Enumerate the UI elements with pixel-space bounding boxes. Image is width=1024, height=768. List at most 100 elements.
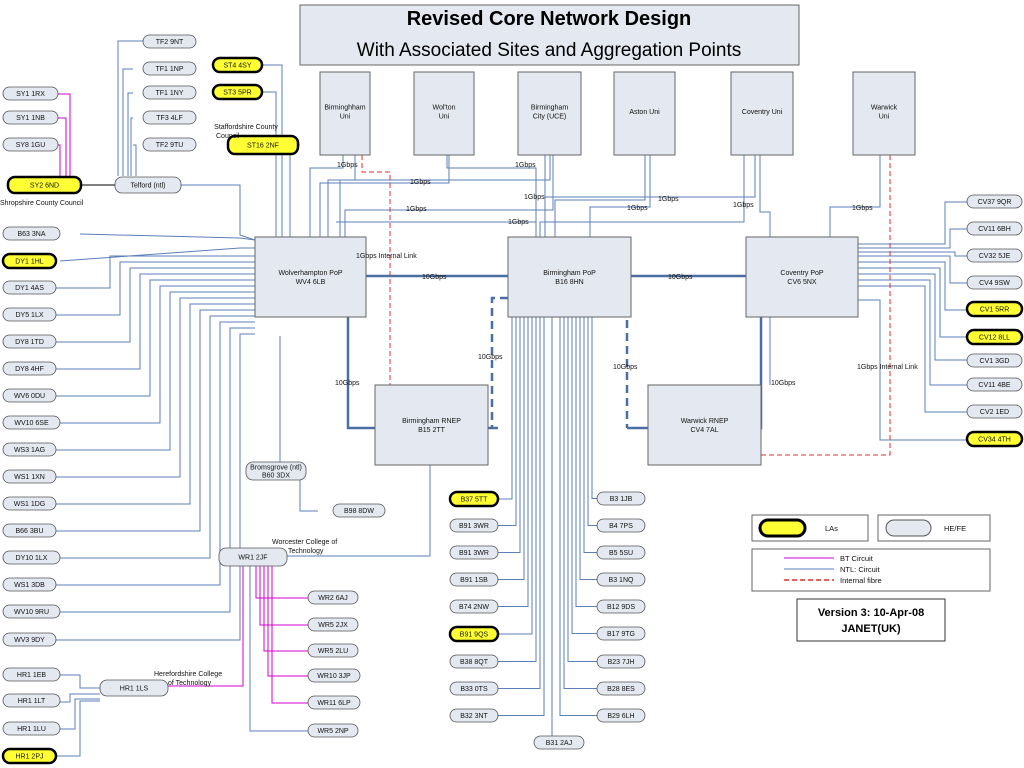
site-label: B5 5SU (609, 550, 633, 557)
site-sy8-1gu: SY8 1GU (2, 137, 59, 152)
site-label: B91 9QS (460, 632, 489, 639)
site-cv34-4th: CV34 4TH (965, 430, 1024, 448)
site-b38-8qt: B38 8QT (449, 654, 499, 669)
site-label: SY2 6ND (30, 183, 59, 190)
site-dy8-1td: DY8 1TD (2, 334, 57, 349)
pop-label: CV6 5NX (787, 279, 817, 286)
site-wr11-6lp: WR11 6LP (307, 695, 361, 710)
site-b28-8es: B28 8ES (596, 681, 646, 696)
site-wr1-2jf: WR1 2JF (218, 547, 288, 567)
site-tf1-1np: TF1 1NP (142, 61, 197, 76)
university-label: Aston Uni (629, 109, 660, 116)
site-tf2-9tu: TF2 9TU (142, 137, 197, 152)
site-hr1-1lt: HR1 1LT (2, 693, 61, 708)
label-1gbps-warwick: 1Gbps (852, 205, 873, 212)
annotation-staffordshire-2: Council (216, 133, 240, 140)
site-label: DY10 1LX (16, 555, 48, 562)
site-b3-1nq: B3 1NQ (596, 572, 646, 587)
label-1gbps-aston: 1Gbps (658, 196, 679, 203)
annotation-hereford-2: of Technology (168, 680, 212, 687)
site-label: B3 1JB (610, 496, 633, 503)
site-label: DY1 1HL (15, 259, 44, 266)
site-label: B31 2AJ (546, 740, 572, 747)
label-10gbps-wolv-rnep: 10Gbps (335, 380, 360, 387)
site-cv32-5je: CV32 5JE (966, 248, 1023, 263)
site-hr1-2pj: HR1 2PJ (1, 747, 58, 765)
site-sy1-1rx: SY1 1RX (2, 86, 59, 101)
label-internal-left: 1Gbps Internal Link (356, 253, 417, 260)
site-label: WS3 1AG (14, 447, 45, 454)
site-label: WV3 9DY (14, 637, 45, 644)
version-box (796, 598, 946, 642)
label-1gbps-bham: 1Gbps (337, 162, 358, 169)
site-st16-2nf: ST16 2NF (226, 134, 300, 156)
legend-hefe-swatch (885, 519, 932, 537)
site-label: CV1 5RR (980, 307, 1010, 314)
site-b4-7ps: B4 7PS (596, 518, 646, 533)
site-b91-3wr: B91 3WR (449, 545, 499, 560)
label-internal-right: 1Gbps Internal Link (857, 364, 918, 371)
site-label: CV37 9QR (978, 199, 1012, 206)
version-line-1: Version 3: 10-Apr-08 (818, 607, 924, 619)
annotation-staffordshire-1: Staffordshire County (214, 124, 278, 131)
site-telford-ntl: Telford (ntl) (114, 176, 182, 194)
site-label: DY8 1TD (15, 339, 44, 346)
site-label: WS1 3DB (14, 582, 45, 589)
site-hr1-1lu: HR1 1LU (2, 721, 61, 736)
title-line-1: Revised Core Network Design (407, 8, 692, 30)
site-label: CV4 9SW (979, 280, 1010, 287)
university-label: Uni (439, 114, 450, 121)
site-b74-2nw: B74 2NW (449, 599, 499, 614)
site-b91-1sb: B91 1SB (449, 572, 499, 587)
pop-label: B15 2TT (418, 427, 446, 434)
site-label: TF2 9NT (156, 39, 184, 46)
site-label: DY8 4HF (15, 366, 44, 373)
site-label: CV11 6BH (978, 226, 1011, 233)
site-cv11-4be: CV11 4BE (966, 377, 1023, 392)
legend-lines-box (751, 548, 991, 592)
pop-label: WV4 6LB (296, 279, 326, 286)
site-label: ST3 5PR (223, 90, 251, 97)
site-bromsgrove-ntl-b60-3dx: Bromsgrove (ntl)B60 3DX (245, 461, 307, 481)
label-10gbps-wolv-bham: 10Gbps (422, 274, 447, 281)
site-label: WR5 2NP (317, 728, 348, 735)
site-st3-5pr: ST3 5PR (211, 83, 264, 101)
legend-fibre-label: Internal fibre (840, 576, 882, 585)
annotation-worcester-2: Technology (288, 548, 324, 555)
site-label: HR1 2PJ (15, 754, 43, 761)
site-dy8-4hf: DY8 4HF (2, 361, 57, 376)
site-label: B33 0TS (460, 686, 488, 693)
site-wr5-2np: WR5 2NP (307, 723, 359, 738)
site-cv12-8ll: CV12 8LL (965, 328, 1024, 346)
site-b17-9tg: B17 9TG (596, 626, 646, 641)
university-label: Uni (340, 114, 351, 121)
site-label: B23 7JH (608, 659, 635, 666)
title-line-2: With Associated Sites and Aggregation Po… (357, 40, 741, 61)
site-label: B32 3NT (460, 713, 488, 720)
title-box: Revised Core Network Design With Associa… (299, 4, 800, 66)
site-label: B29 6LH (607, 713, 634, 720)
site-label: WR10 3JP (317, 673, 351, 680)
site-b12-9ds: B12 9DS (596, 599, 646, 614)
site-hr1-1ls: HR1 1LS (99, 679, 169, 697)
university-label: Uni (879, 114, 890, 121)
label-1gbps-bcu-2: 1Gbps (524, 194, 545, 201)
site-label: B12 9DS (607, 604, 635, 611)
university-label: Birminghham (324, 105, 365, 112)
link-labels: 1Gbps 1Gbps 1Gbps 1Gbps 1Gbps 1Gbps 1Gbp… (335, 162, 918, 387)
site-dy1-1hl: DY1 1HL (1, 252, 58, 270)
pop-label: B16 8HN (555, 279, 583, 286)
site-cv11-6bh: CV11 6BH (966, 221, 1023, 236)
site-b23-7jh: B23 7JH (596, 654, 646, 669)
site-b33-0ts: B33 0TS (449, 681, 499, 696)
label-1gbps-aston-2: 1Gbps (627, 205, 648, 212)
internal-fibre (361, 155, 891, 456)
annotation-worcester-1: Worcester College of (272, 539, 337, 546)
site-label: ST4 4SY (223, 63, 251, 70)
site-label: SY8 1GU (16, 142, 46, 149)
